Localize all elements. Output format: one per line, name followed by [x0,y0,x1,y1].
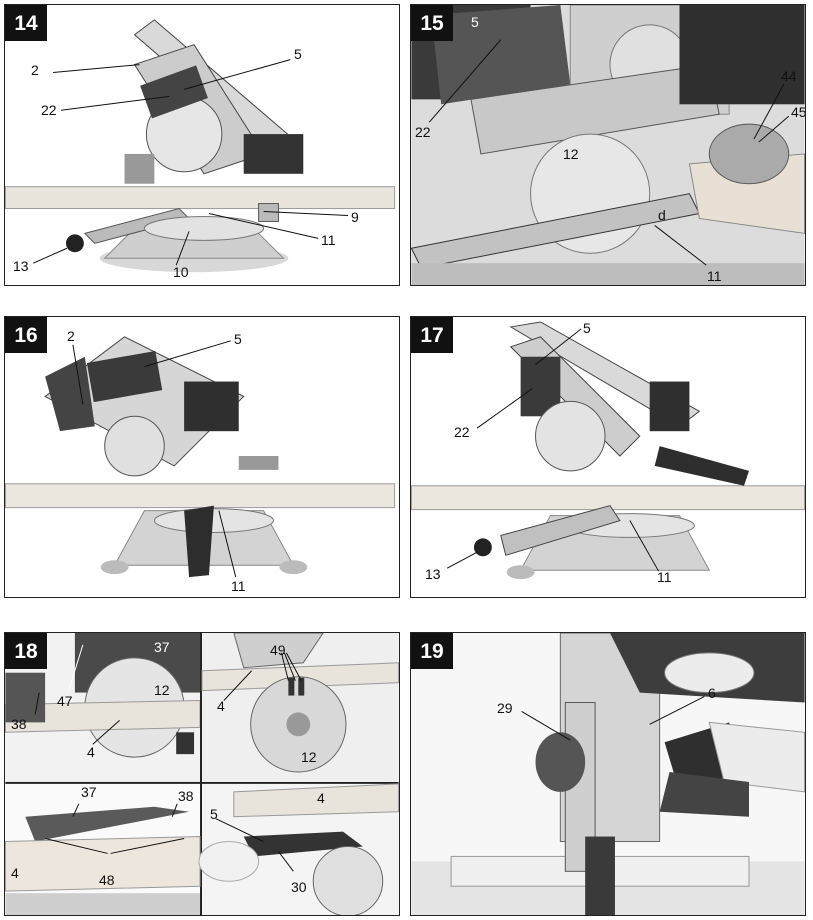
figure-15-panel: 15 5 44 45 22 12 d 11 [410,4,806,286]
callout-11: 11 [657,569,672,585]
callout-29: 29 [497,700,513,716]
figure-15-photo [411,5,805,285]
callout-5: 5 [294,46,302,62]
callout-4: 4 [11,865,19,881]
callout-4: 4 [87,744,95,760]
callout-38: 38 [178,788,194,804]
figure-number: 15 [411,5,453,41]
callout-2: 2 [31,62,39,78]
callout-22: 22 [41,102,57,118]
callout-12: 12 [154,682,170,698]
callout-5: 5 [583,320,591,336]
callout-30: 30 [291,879,307,895]
callout-5: 5 [234,331,242,347]
callout-11: 11 [231,578,246,594]
figure-14-photo [5,5,399,285]
figure-number: 16 [5,317,47,353]
callout-37: 37 [154,639,170,655]
callout-4: 4 [317,790,325,806]
figure-16-photo [5,317,399,597]
callout-13: 13 [13,258,29,274]
callout-22: 22 [415,124,431,140]
figure-19-panel: 19 29 6 [410,632,806,916]
figure-17-photo [411,317,805,597]
figure-number: 17 [411,317,453,353]
callout-4: 4 [217,698,225,714]
figure-17-panel: 17 5 22 13 11 [410,316,806,598]
callout-47: 47 [57,693,73,709]
callout-12: 12 [301,749,317,765]
callout-13: 13 [425,566,441,582]
callout-9: 9 [351,209,359,225]
callout-5: 5 [210,806,218,822]
callout-22: 22 [454,424,470,440]
callout-11: 11 [707,268,722,284]
figure-number: 19 [411,633,453,669]
figure-18-panel: 18 37 12 47 38 4 49 4 12 37 38 4 48 4 5 … [4,632,400,916]
callout-44: 44 [781,68,797,84]
figure-14-panel: 14 2 5 22 9 11 13 10 [4,4,400,286]
callout-38: 38 [11,716,27,732]
callout-6: 6 [708,685,716,701]
callout-d: d [658,207,666,223]
figure-number: 18 [5,633,47,669]
callout-5: 5 [471,14,479,30]
callout-48: 48 [99,872,115,888]
callout-37: 37 [81,784,97,800]
callout-12: 12 [563,146,579,162]
figure-18-photo [5,633,399,915]
callout-45: 45 [791,104,806,120]
callout-49: 49 [270,642,286,658]
callout-10: 10 [173,264,189,280]
figure-number: 14 [5,5,47,41]
figure-19-photo [411,633,805,915]
callout-11: 11 [321,232,336,248]
figure-16-panel: 16 2 5 11 [4,316,400,598]
callout-2: 2 [67,328,75,344]
